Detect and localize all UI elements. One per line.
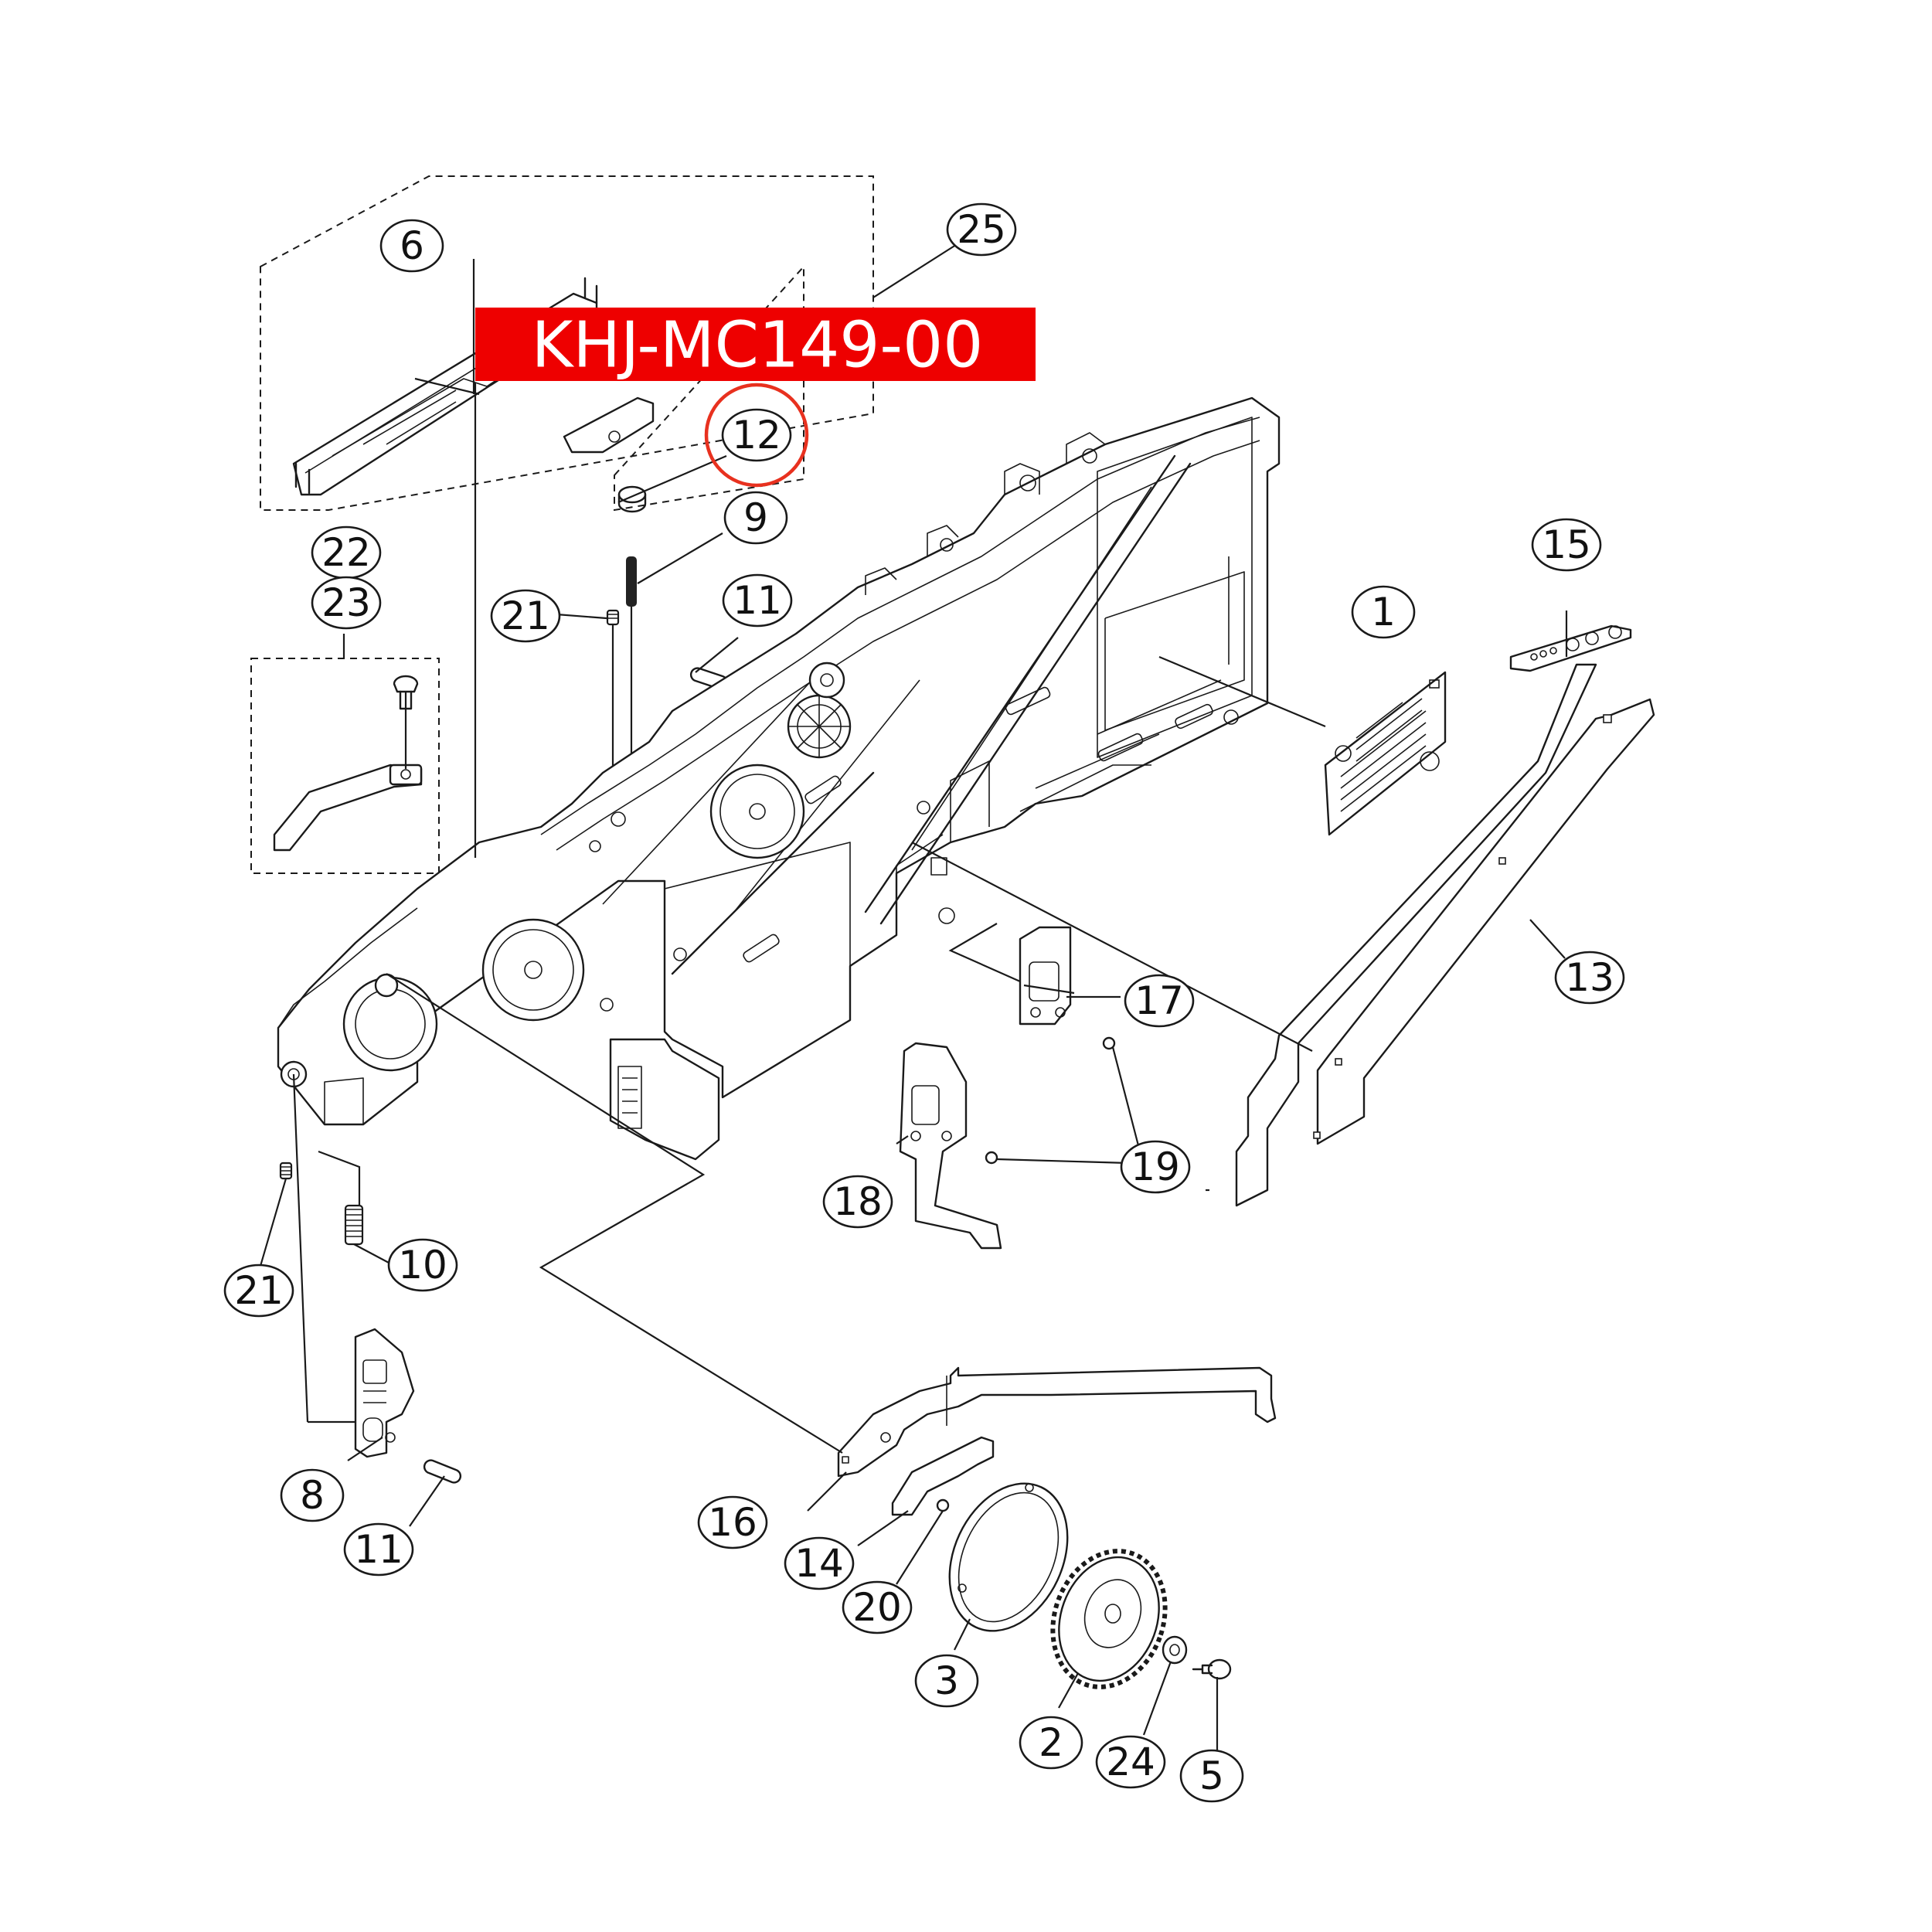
part-22-23-clip (273, 675, 423, 852)
callout-25: 25 (946, 202, 1017, 257)
callout-15: 15 (1531, 518, 1602, 572)
callout-22: 22 (311, 526, 382, 580)
callout-16: 16 (697, 1495, 768, 1549)
callout-21-lower: 21 (223, 1264, 294, 1318)
callout-11-upper-text: 11 (733, 578, 782, 623)
callout-8-text: 8 (300, 1473, 325, 1518)
callout-21-upper-text: 21 (501, 594, 550, 638)
callout-2-text: 2 (1039, 1720, 1063, 1765)
callout-11-lower-text: 11 (354, 1527, 403, 1572)
part-10-spring (344, 1204, 364, 1246)
callout-12-text: 12 (732, 413, 781, 457)
callout-13: 13 (1554, 951, 1625, 1005)
callout-23: 23 (311, 576, 382, 630)
callout-10-text: 10 (398, 1243, 447, 1287)
callout-10: 10 (387, 1238, 458, 1292)
part-15-guide-strip (1235, 663, 1597, 1207)
part-11-lower-pin (423, 1459, 462, 1484)
callout-25-text: 25 (957, 207, 1006, 252)
feed-sprocket-front (342, 973, 438, 1072)
callout-20: 20 (842, 1580, 913, 1634)
callout-14-text: 14 (794, 1541, 844, 1586)
callout-11-upper: 11 (722, 573, 793, 628)
callout-24: 24 (1095, 1735, 1166, 1789)
part-14-cover (891, 1436, 995, 1516)
callout-13-text: 13 (1565, 955, 1614, 1000)
part-21-lower-set-screw (279, 1162, 293, 1180)
part-17-bracket (1019, 926, 1072, 1026)
callout-6: 6 (379, 219, 444, 273)
callout-21-lower-text: 21 (234, 1268, 284, 1313)
leader-lines (257, 243, 1568, 1750)
part-19-screws (985, 1036, 1116, 1165)
part-18-bracket (899, 1042, 1002, 1250)
callout-14: 14 (784, 1536, 855, 1590)
callout-19-text: 19 (1131, 1145, 1180, 1189)
part-8-bracket (354, 1328, 415, 1458)
callout-1: 1 (1351, 585, 1416, 639)
callout-1-text: 1 (1371, 590, 1396, 634)
callout-12-highlight-ring (704, 383, 809, 488)
callout-3-text: 3 (934, 1658, 959, 1703)
callout-23-text: 23 (321, 580, 371, 625)
part-13-long-cover (1313, 698, 1655, 1145)
part-1-label-plate (1324, 671, 1447, 836)
part-24-washer (1162, 1635, 1188, 1665)
part-2-sprocket (1050, 1549, 1168, 1689)
callout-9-text: 9 (743, 495, 768, 540)
gear-train-upper (787, 662, 852, 759)
callout-9: 9 (723, 491, 788, 545)
callout-12: 12 (721, 408, 792, 462)
callout-20-text: 20 (852, 1585, 902, 1630)
callout-24-text: 24 (1106, 1740, 1155, 1784)
callout-6-text: 6 (400, 223, 424, 268)
feed-wheel-middle (481, 918, 585, 1022)
part-number-banner: KHJ-MC149-00 (475, 308, 1036, 383)
part-15-plate (1509, 624, 1632, 672)
callout-5-text: 5 (1199, 1753, 1224, 1798)
part-number-text: KHJ-MC149-00 (532, 309, 984, 383)
callout-5: 5 (1179, 1749, 1244, 1803)
callout-3: 3 (914, 1654, 979, 1708)
callout-18: 18 (822, 1175, 893, 1229)
callout-11-lower: 11 (343, 1522, 414, 1577)
callout-15-text: 15 (1542, 522, 1591, 567)
feed-wheel-rear (709, 764, 805, 859)
callout-16-text: 16 (708, 1500, 757, 1545)
callout-17: 17 (1124, 974, 1195, 1028)
callout-18-text: 18 (833, 1179, 883, 1224)
part-12-bracket (563, 396, 655, 454)
callout-8: 8 (280, 1468, 345, 1522)
part-20-screw (936, 1498, 950, 1512)
callout-2: 2 (1019, 1716, 1083, 1770)
callout-22-text: 22 (321, 530, 371, 575)
assembly-25-dashed-box (260, 175, 874, 511)
part-5-screw (1192, 1658, 1232, 1680)
callout-19: 19 (1120, 1140, 1191, 1194)
callout-17-text: 17 (1134, 978, 1184, 1023)
callout-21-upper: 21 (490, 589, 561, 643)
part-16-tape-guide (837, 1366, 1277, 1478)
part-3-ring (948, 1482, 1069, 1632)
